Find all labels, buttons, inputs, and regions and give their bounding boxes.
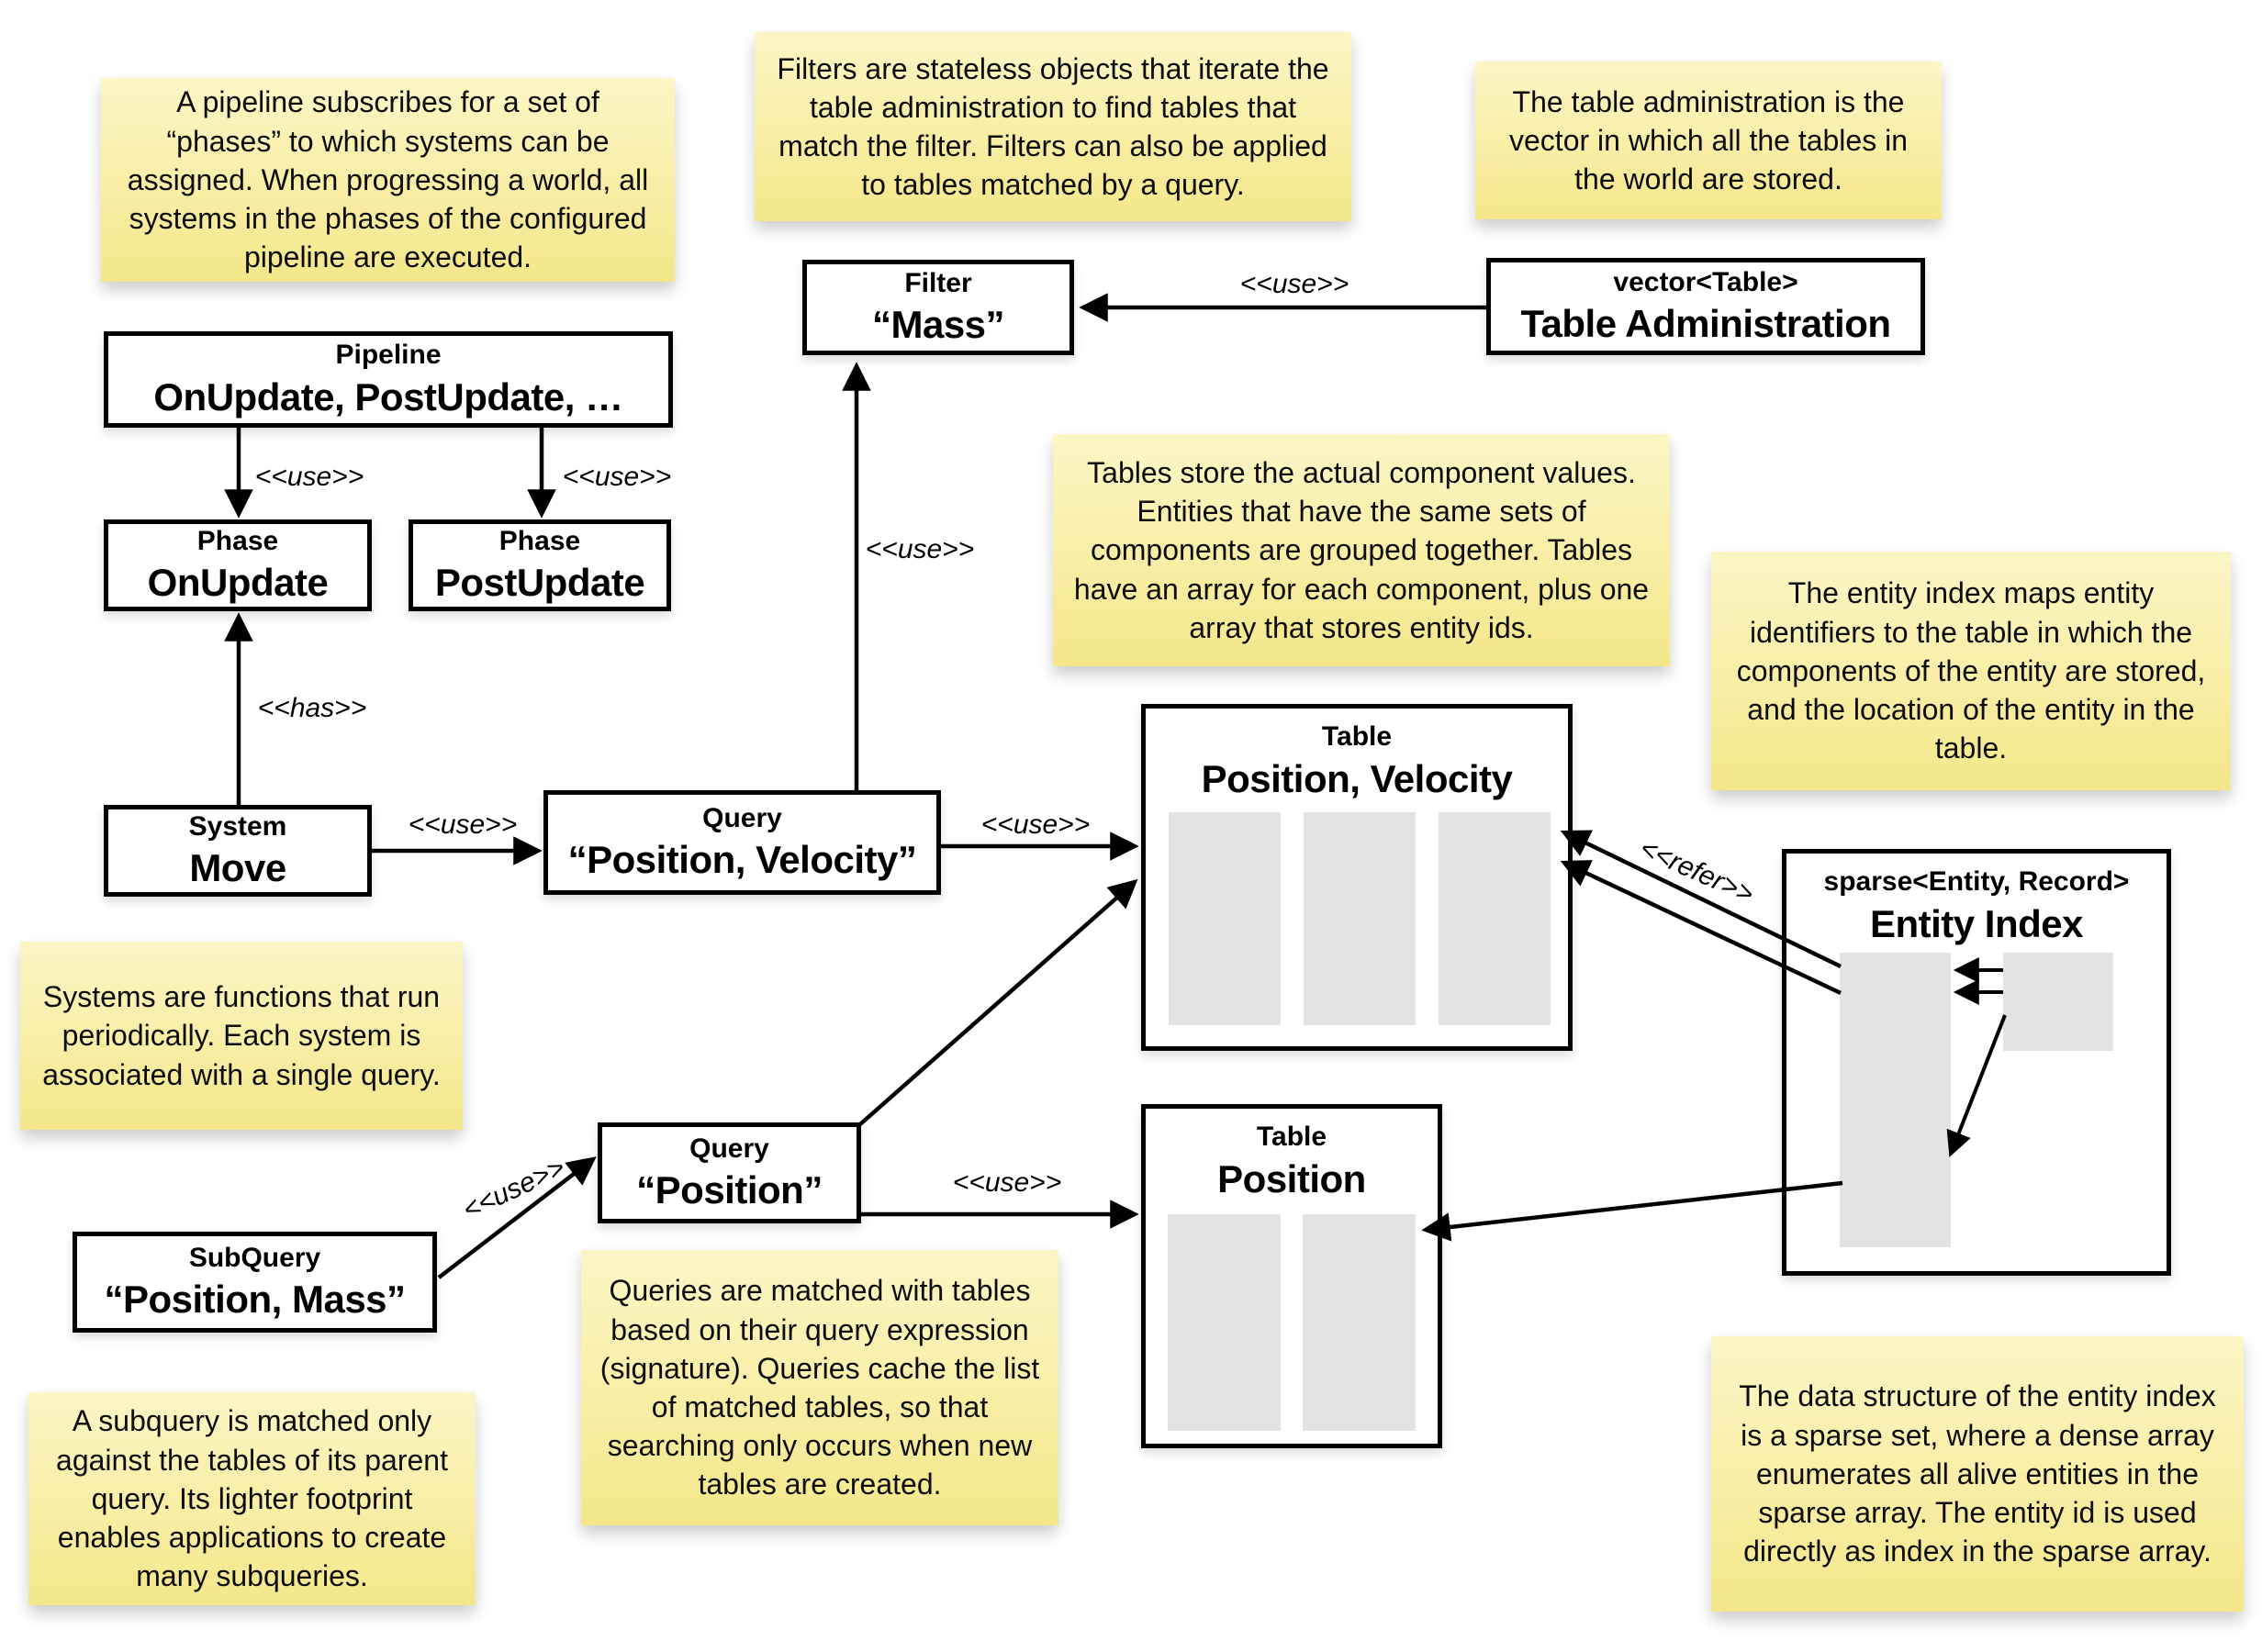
- node-filter-mass: Filter “Mass”: [802, 260, 1074, 355]
- edge-querypos-to-tablepv: [858, 878, 1138, 1126]
- node-table-admin-stereotype: vector<Table>: [1613, 266, 1798, 297]
- label-refer: <<refer>>: [1635, 832, 1759, 910]
- label-use-tablepos: <<use>>: [952, 1167, 1062, 1198]
- node-query-pos-stereotype: Query: [689, 1133, 769, 1164]
- label-use-system: <<use>>: [408, 809, 518, 840]
- node-table-pv-stereotype: Table: [1321, 721, 1393, 752]
- node-subquery: SubQuery “Position, Mass”: [73, 1232, 437, 1333]
- node-table-position-velocity: Table Position, Velocity: [1141, 704, 1573, 1051]
- label-use-tablepv: <<use>>: [980, 809, 1091, 840]
- label-use-pipeline-1: <<use>>: [254, 462, 364, 492]
- label-use-subquery: <<use>>: [458, 1152, 570, 1226]
- note-subquery: A subquery is matched only against the t…: [28, 1392, 476, 1605]
- node-system-move: System Move: [104, 805, 372, 897]
- component-array: [1303, 1214, 1416, 1431]
- component-array: [1169, 812, 1281, 1025]
- node-query-position-velocity: Query “Position, Velocity”: [543, 790, 941, 895]
- node-query-pv-stereotype: Query: [702, 802, 782, 833]
- node-phase-postupdate: Phase PostUpdate: [409, 519, 671, 611]
- node-pipeline-stereotype: Pipeline: [335, 340, 442, 371]
- edge-entityindex-to-tablepos: [1421, 1180, 1843, 1242]
- label-use-pipeline-2: <<use>>: [562, 462, 672, 492]
- component-array: [1168, 1214, 1281, 1431]
- note-queries: Queries are matched with tables based on…: [581, 1250, 1058, 1525]
- node-entity-index-title: Entity Index: [1869, 901, 2084, 945]
- note-systems: Systems are functions that run periodica…: [20, 942, 463, 1130]
- node-subquery-stereotype: SubQuery: [188, 1242, 321, 1273]
- note-sparse-set: The data structure of the entity index i…: [1711, 1336, 2244, 1612]
- node-pipeline-title: OnUpdate, PostUpdate, …: [153, 374, 623, 419]
- sparse-array: [1840, 953, 1951, 1247]
- node-filter-mass-stereotype: Filter: [904, 267, 972, 298]
- node-query-position: Query “Position”: [598, 1122, 861, 1223]
- note-table-admin: The table administration is the vector i…: [1475, 61, 1942, 219]
- label-use-filter: <<use>>: [865, 534, 975, 564]
- component-array: [1304, 812, 1416, 1025]
- node-table-pos-stereotype: Table: [1256, 1122, 1327, 1152]
- node-table-position: Table Position: [1141, 1104, 1442, 1448]
- node-table-pos-title: Position: [1217, 1156, 1366, 1200]
- note-pipeline: A pipeline subscribes for a set of “phas…: [101, 78, 675, 282]
- node-query-pv-title: “Position, Velocity”: [567, 838, 917, 882]
- node-table-pv-title: Position, Velocity: [1201, 756, 1513, 800]
- note-filters: Filters are stateless objects that itera…: [755, 32, 1351, 221]
- label-has-system: <<has>>: [257, 693, 367, 723]
- dense-array: [2003, 953, 2113, 1051]
- node-phase-onupdate-title: OnUpdate: [147, 561, 329, 605]
- label-use-tableadmin: <<use>>: [1239, 269, 1349, 299]
- node-pipeline: Pipeline OnUpdate, PostUpdate, …: [104, 331, 673, 428]
- node-subquery-title: “Position, Mass”: [104, 1278, 406, 1322]
- node-table-administration: vector<Table> Table Administration: [1486, 258, 1925, 355]
- node-entity-index: sparse<Entity, Record> Entity Index: [1782, 849, 2171, 1276]
- node-phase-onupdate-stereotype: Phase: [196, 525, 279, 556]
- node-phase-onupdate: Phase OnUpdate: [104, 519, 372, 611]
- node-query-pos-title: “Position”: [636, 1168, 823, 1212]
- node-phase-postupdate-stereotype: Phase: [498, 525, 581, 556]
- note-entity-index: The entity index maps entity identifiers…: [1711, 552, 2231, 790]
- node-entity-index-stereotype: sparse<Entity, Record>: [1823, 866, 2130, 897]
- node-phase-postupdate-title: PostUpdate: [434, 561, 645, 605]
- component-array: [1439, 812, 1551, 1025]
- node-system-move-title: Move: [189, 846, 286, 890]
- node-system-move-stereotype: System: [188, 810, 287, 842]
- node-filter-mass-title: “Mass”: [871, 303, 1005, 347]
- node-table-admin-title: Table Administration: [1520, 302, 1891, 346]
- note-tables: Tables store the actual component values…: [1053, 434, 1670, 666]
